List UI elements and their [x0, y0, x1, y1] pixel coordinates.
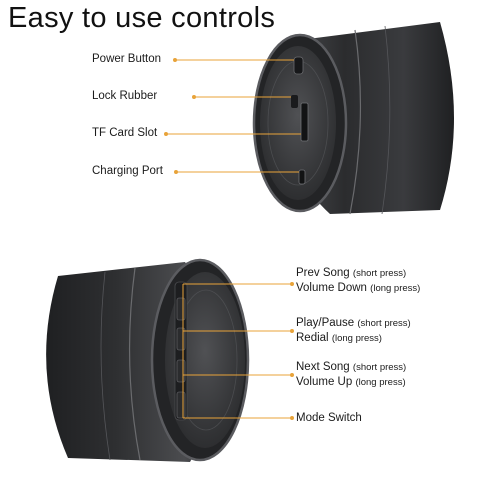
- tf-card-slot-label: TF Card Slot: [92, 127, 158, 139]
- lock-rubber: [291, 95, 298, 108]
- charging-port-label: Charging Port: [92, 165, 163, 177]
- redial-text: Redial: [296, 332, 329, 344]
- bottom-speaker: [46, 258, 250, 462]
- next-song-button: [176, 359, 186, 383]
- page-title: Easy to use controls: [8, 2, 276, 34]
- volume-up-text: Volume Up: [296, 376, 353, 388]
- prev-song-text: Prev Song: [296, 267, 350, 279]
- play-pause-note: (short press): [357, 318, 411, 329]
- prev-song-volume-down-label: Prev Song (short press) Volume Down (lon…: [296, 266, 420, 296]
- top-speaker-bottom-cap: [260, 46, 336, 200]
- next-song-volume-up-label: Next Song (short press) Volume Up (long …: [296, 360, 406, 390]
- top-leader-lines: [164, 58, 301, 174]
- bottom-leader-lines: [182, 282, 294, 420]
- prev-song-note: (short press): [352, 268, 407, 279]
- next-song-text: Next Song: [296, 361, 350, 373]
- next-song-note: (short press): [352, 362, 407, 373]
- volume-down-note: (long press): [370, 283, 421, 294]
- mode-switch-label: Mode Switch: [296, 412, 362, 424]
- top-speaker: [252, 22, 454, 215]
- lock-rubber-label: Lock Rubber: [92, 90, 158, 102]
- redial-note: (long press): [331, 333, 382, 344]
- play-pause-redial-label: Play/Pause (short press) Redial (long pr…: [296, 316, 411, 346]
- volume-down-text: Volume Down: [296, 282, 367, 294]
- prev-song-button: [176, 297, 186, 321]
- charging-port: [298, 169, 306, 185]
- play-pause-text: Play/Pause: [296, 317, 355, 329]
- power-button-slider: [293, 56, 304, 75]
- power-button-label: Power Button: [92, 53, 162, 65]
- tf-card-slot: [300, 102, 309, 142]
- mode-switch: [176, 391, 186, 419]
- volume-up-note: (long press): [355, 377, 406, 388]
